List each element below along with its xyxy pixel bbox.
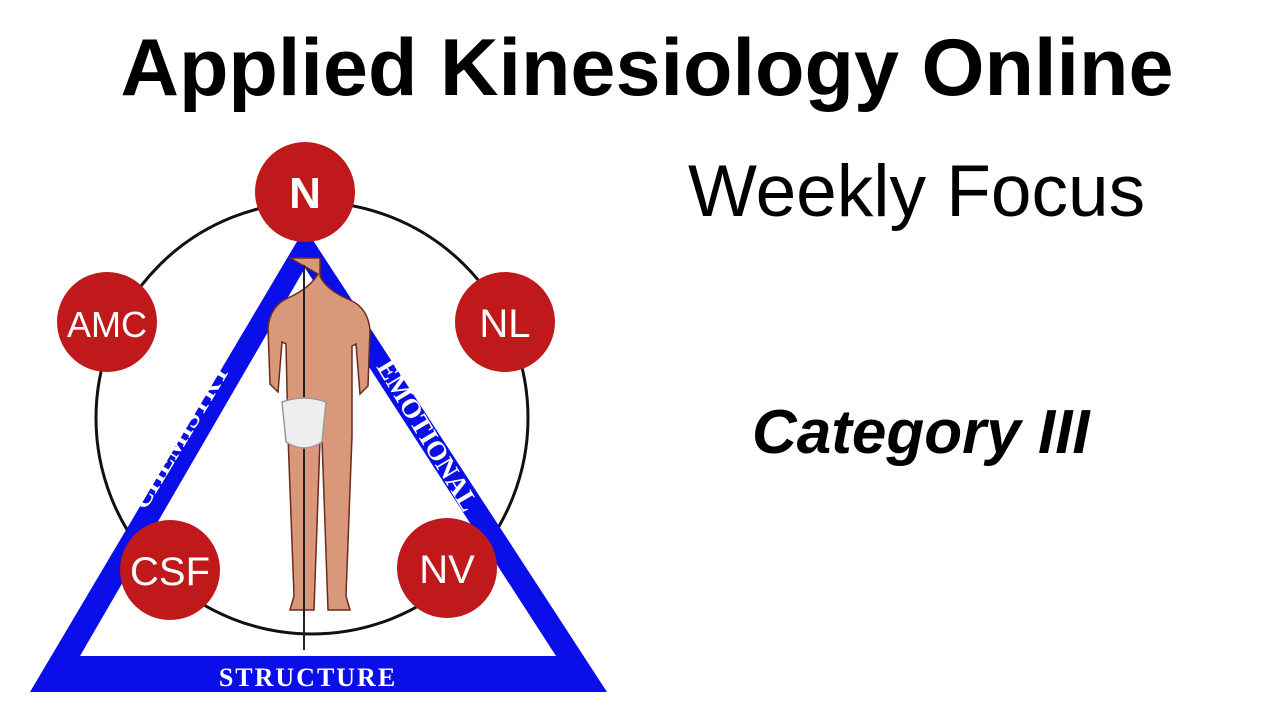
page-title: Applied Kinesiology Online [120, 23, 1174, 113]
human-figure [267, 257, 371, 650]
triangle-frame [30, 228, 607, 692]
node-nl: NL [455, 272, 555, 372]
triad-of-health-logo: N AMC NL CSF NV CHEMISTRY EMOTIONAL STRU… [30, 142, 607, 692]
svg-text:NL: NL [479, 302, 530, 346]
svg-text:N: N [289, 169, 321, 218]
side-structure: STRUCTURE [219, 663, 397, 692]
category-label: Category III [752, 398, 1090, 467]
node-nv: NV [397, 518, 497, 618]
node-n: N [255, 142, 355, 242]
svg-text:CSF: CSF [130, 550, 210, 594]
side-emotional: EMOTIONAL [371, 354, 485, 516]
page-subtitle: Weekly Focus [688, 151, 1146, 232]
svg-text:AMC: AMC [67, 304, 147, 345]
node-csf: CSF [120, 520, 220, 620]
node-amc: AMC [57, 272, 157, 372]
svg-text:NV: NV [419, 548, 475, 592]
side-chemistry: CHEMISTRY [125, 357, 236, 514]
